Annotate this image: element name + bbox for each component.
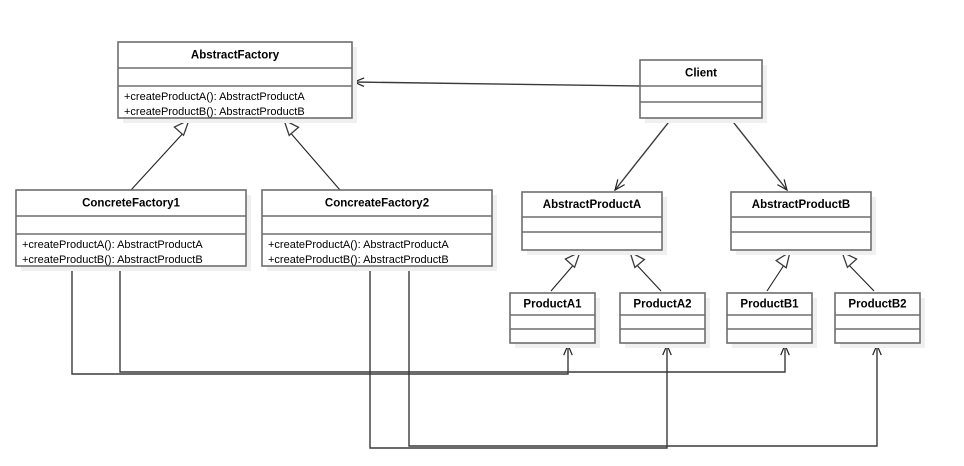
relationship-line (369, 266, 668, 449)
class-box-outline (15, 189, 247, 267)
arrowhead-open-v-icon (777, 179, 788, 192)
relationship-line (408, 266, 878, 447)
class-name-label: ConcreateFactory2 (325, 198, 429, 210)
class-name-label: AbstractProductB (752, 199, 850, 211)
class-name-label: AbstractProductA (543, 199, 641, 211)
inheritance-triangle-icon (282, 118, 300, 137)
class-member-label: +createProductB(): AbstractProductB (124, 106, 305, 118)
inheritance-triangle-icon (628, 250, 646, 269)
relationship-dependency (729, 117, 788, 192)
class-box-client[interactable]: Client (639, 59, 767, 123)
relationship-dependency (71, 266, 573, 375)
relationship-line (287, 129, 341, 191)
relationship-generalization (840, 250, 875, 292)
relationship-dependency (352, 77, 641, 88)
class-member-label: +createProductB(): AbstractProductB (22, 254, 203, 266)
class-box-outline (639, 59, 763, 119)
class-box-outline (834, 292, 921, 344)
relationship-generalization (628, 250, 662, 292)
class-box-outline (261, 189, 493, 267)
relationship-line (766, 261, 787, 292)
class-box-product-a1[interactable]: ProductA1 (509, 292, 600, 348)
class-box-outline (726, 292, 813, 344)
relationship-line (130, 129, 187, 191)
class-box-outline (730, 191, 872, 251)
inheritance-triangle-icon (173, 118, 191, 137)
relationship-dependency (614, 117, 673, 192)
class-name-label: ProductA1 (523, 299, 582, 311)
relationship-line (550, 261, 577, 292)
class-name-label: ProductB1 (740, 299, 799, 311)
class-box-outline (521, 191, 663, 251)
class-box-product-b2[interactable]: ProductB2 (834, 292, 925, 348)
class-name-label: ProductA2 (633, 299, 691, 311)
class-box-abstract-factory[interactable]: AbstractFactory +createProductA(): Abstra… (117, 41, 357, 123)
class-box-abstract-product-a[interactable]: AbstractProductA (521, 191, 667, 255)
relationship-generalization (550, 250, 582, 292)
relationship-line (633, 261, 662, 292)
relationship-line (71, 266, 569, 375)
relationship-generalization (130, 118, 191, 191)
classes-layer: AbstractFactory +createProductA(): Abstra… (15, 41, 925, 348)
relationship-line (845, 261, 875, 292)
class-box-outline (619, 292, 706, 344)
class-box-outline (509, 292, 596, 344)
arrowhead-open-v-icon (614, 179, 625, 192)
inheritance-triangle-icon (840, 250, 858, 269)
relationship-generalization (766, 250, 792, 292)
relationship-line (729, 117, 788, 191)
inheritance-triangle-icon (775, 250, 792, 269)
relationships-layer (71, 77, 882, 449)
relationship-line (119, 266, 786, 373)
relationship-line (614, 117, 673, 191)
class-name-label: ConcreteFactory1 (82, 198, 180, 210)
relationship-line (353, 81, 641, 87)
class-box-concrete-factory-1[interactable]: ConcreteFactory1 +createProductA(): Abstr… (15, 189, 251, 271)
class-box-outline (117, 41, 353, 119)
class-member-label: +createProductA(): AbstractProductA (22, 239, 203, 251)
class-box-concrete-factory-2[interactable]: ConcreateFactory2 +createProductA(): Abst… (261, 189, 497, 271)
inheritance-triangle-icon (564, 250, 582, 269)
class-box-product-a2[interactable]: ProductA2 (619, 292, 710, 348)
class-box-abstract-product-b[interactable]: AbstractProductB (730, 191, 876, 255)
class-name-label: AbstractFactory (191, 50, 280, 62)
class-member-label: +createProductA(): AbstractProductA (268, 239, 449, 251)
class-box-product-b1[interactable]: ProductB1 (726, 292, 817, 348)
class-name-label: Client (685, 68, 717, 80)
class-name-label: ProductB2 (848, 299, 906, 311)
class-member-label: +createProductB(): AbstractProductB (268, 254, 449, 266)
class-member-label: +createProductA(): AbstractProductA (124, 91, 305, 103)
relationship-generalization (282, 118, 341, 191)
